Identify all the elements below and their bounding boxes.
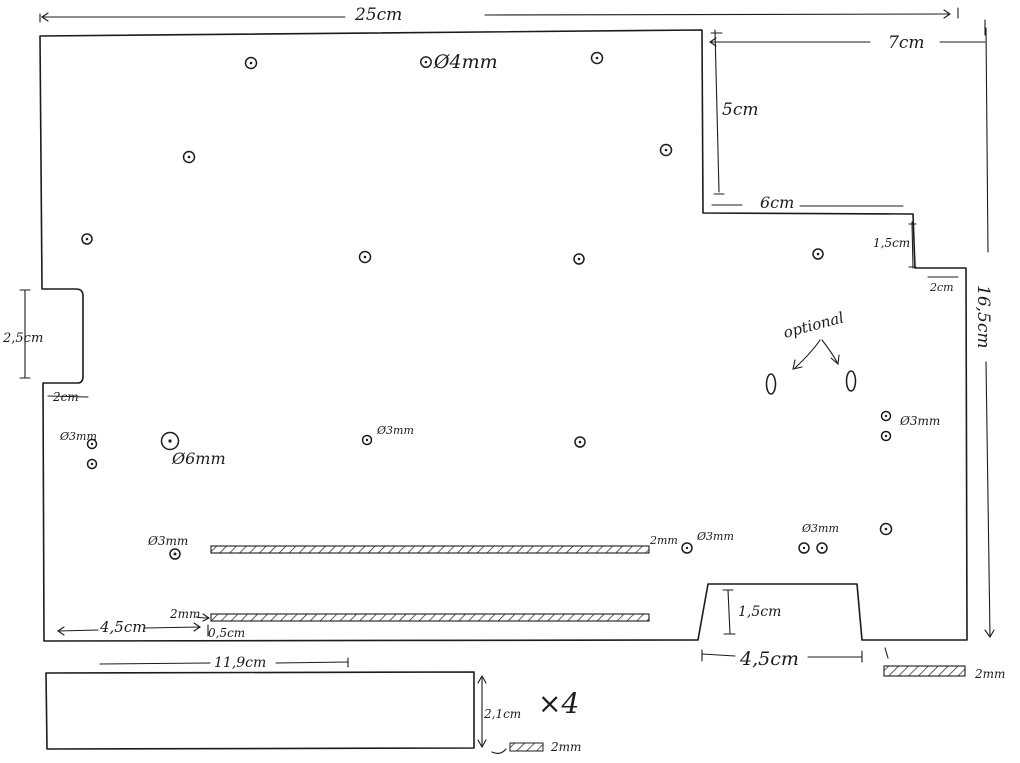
dimension-notch-inner-label: 6cm xyxy=(760,193,794,212)
optional-holes: optional xyxy=(765,308,857,395)
hole-4mm xyxy=(182,150,196,164)
dimension-slot-offset-label: 4,5cm xyxy=(99,618,146,636)
dimension-tab-width-label: 4,5cm xyxy=(739,648,799,670)
hole-4mm xyxy=(81,233,93,245)
strip-part: 11,9cm 2,1cm ×4 2mm xyxy=(45,655,581,755)
slot-bottom: 2mm 0,5cm xyxy=(169,607,650,640)
hole-4mm xyxy=(244,56,258,70)
hole-4mm xyxy=(812,248,824,260)
dimension-step-width-label: 2cm xyxy=(929,281,954,294)
dimension-side-cutout: 2,5cm 2cm xyxy=(2,289,89,404)
hole-3mm-right-label: Ø3mm xyxy=(899,414,940,428)
mounting-holes-3mm: Ø3mm Ø3mm Ø3mm Ø3mm Ø3mm Ø3mm xyxy=(59,410,940,560)
dimension-total-width: 25cm xyxy=(39,5,959,25)
dimension-notch-depth-label: 5cm xyxy=(722,100,758,120)
dimension-tab: 1,5cm 4,5cm xyxy=(701,589,863,670)
dimension-total-height-label: 16,5cm xyxy=(973,285,993,349)
hole-main-label: ⊙Ø4mm xyxy=(418,51,498,73)
hole-3mm-slot-right-label: Ø3mm xyxy=(696,530,734,543)
slot-top-thickness-label: 2mm xyxy=(649,534,678,547)
hole-6mm: Ø6mm xyxy=(160,431,226,468)
strip-outline xyxy=(45,671,475,750)
hole-4mm xyxy=(573,253,585,265)
mounting-holes-4mm xyxy=(81,51,893,536)
plate-outline xyxy=(39,29,968,642)
strip-thickness-label: 2mm xyxy=(550,740,581,754)
hole-4mm xyxy=(659,143,673,157)
panel-thickness: 2mm xyxy=(883,647,1005,681)
hole-4mm xyxy=(879,522,893,536)
dimension-slot-offset: 4,5cm xyxy=(57,618,201,636)
slot-gap-label: 0,5cm xyxy=(208,626,245,640)
hole-4mm xyxy=(590,51,604,65)
optional-slot-hole-left xyxy=(765,373,777,395)
dimension-total-width-label: 25cm xyxy=(354,5,402,25)
dimension-notch-width-label: 7cm xyxy=(888,33,924,53)
dimension-side-cutout-depth-label: 2cm xyxy=(52,390,79,404)
dimension-side-cutout-height-label: 2,5cm xyxy=(2,331,43,346)
hole-4mm xyxy=(358,250,372,264)
strip-length-label: 11,9cm xyxy=(214,655,266,671)
hole-4mm xyxy=(574,436,586,448)
slot-bottom-thickness-label: 2mm xyxy=(169,607,200,621)
slot-top: 2mm xyxy=(210,534,678,554)
hole-3mm-left-label: Ø3mm xyxy=(59,430,97,443)
dimension-step-height-label: 1,5cm xyxy=(873,236,910,250)
hole-6mm-label: Ø6mm xyxy=(171,449,226,468)
dimension-step: 1,5cm 2cm xyxy=(873,221,959,294)
dimension-total-height: 16,5cm xyxy=(973,19,995,639)
optional-label: optional xyxy=(781,308,846,341)
hole-3mm-mid-label: Ø3mm xyxy=(376,424,414,437)
panel-thickness-label: 2mm xyxy=(974,667,1005,681)
strip-height-label: 2,1cm xyxy=(483,707,521,721)
hole-3mm-slot-left-label: Ø3mm xyxy=(147,534,188,548)
dimension-tab-height-label: 1,5cm xyxy=(738,604,781,620)
strip-multiplier-label: ×4 xyxy=(538,687,579,720)
hole-3mm-far-right-label: Ø3mm xyxy=(801,522,839,535)
dimension-notch: 7cm 5cm 6cm xyxy=(709,29,986,212)
optional-slot-hole-right xyxy=(845,370,857,392)
